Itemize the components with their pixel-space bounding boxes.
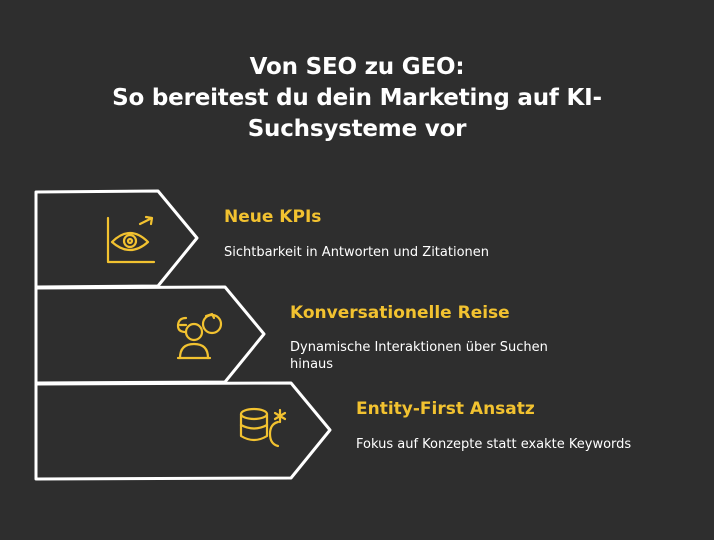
step-1-description: Sichtbarkeit in Antworten und Zitationen xyxy=(224,245,490,260)
diagram-title: Von SEO zu GEO: So bereitest du dein Mar… xyxy=(0,52,714,145)
step-3-heading: Entity-First Ansatz xyxy=(356,399,535,419)
step-2-description: Dynamische Interaktionen über Suchen hin… xyxy=(290,340,548,372)
step-2-heading: Konversationelle Reise xyxy=(290,303,510,323)
step-3-description: Fokus auf Konzepte statt exakte Keywords xyxy=(356,437,632,452)
step-3-arrow-shape xyxy=(34,381,332,481)
step-1-heading: Neue KPIs xyxy=(224,207,322,227)
step-1-arrow-shape xyxy=(34,189,199,289)
eye-chart-icon xyxy=(104,214,158,270)
database-entity-icon xyxy=(236,404,292,462)
user-conversation-icon xyxy=(172,308,228,366)
title-line-3: Suchsysteme vor xyxy=(247,116,467,142)
title-line-1: Von SEO zu GEO: xyxy=(249,54,465,80)
step-2-arrow-shape xyxy=(34,285,266,385)
title-line-2: So bereitest du dein Marketing auf KI- xyxy=(112,85,602,111)
